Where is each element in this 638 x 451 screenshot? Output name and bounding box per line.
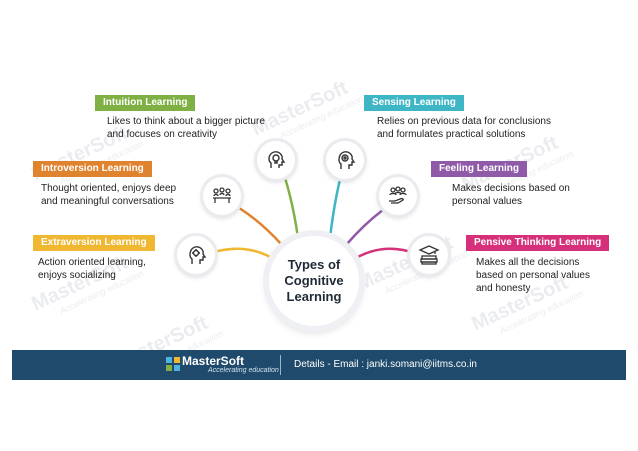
footer-tagline: Accelerating education bbox=[208, 367, 279, 374]
gear-head-icon bbox=[177, 236, 215, 274]
center-title-line: Types of bbox=[287, 257, 341, 272]
sensing-label: Sensing Learning bbox=[364, 95, 464, 111]
center-title-line: Learning bbox=[286, 289, 342, 304]
bulb-head-icon bbox=[257, 141, 295, 179]
books-cap-icon bbox=[410, 236, 448, 274]
extraversion-label: Extraversion Learning bbox=[33, 235, 155, 251]
people-hand-icon bbox=[379, 177, 417, 215]
feeling-label: Feeling Learning bbox=[431, 161, 528, 177]
footer-divider bbox=[280, 355, 281, 375]
introversion-label: Introversion Learning bbox=[33, 161, 152, 177]
footer-bar: MasterSoft Accelerating education Detail… bbox=[12, 350, 626, 380]
brain-gear-icon bbox=[326, 141, 364, 179]
center-hub: Types of Cognitive Learning bbox=[269, 236, 359, 326]
intuition-label: Intuition Learning bbox=[95, 95, 196, 111]
pensive-label: Pensive Thinking Learning bbox=[466, 235, 610, 251]
footer-brand: MasterSoft bbox=[182, 354, 245, 368]
center-title-line: Cognitive bbox=[284, 273, 344, 288]
extraversion-description: Action oriented learning,enjoys socializ… bbox=[38, 257, 146, 281]
mastersoft-logo-icon bbox=[166, 357, 180, 371]
group-table-icon bbox=[203, 177, 241, 215]
footer-contact: Details - Email : janki.somani@iitms.co.… bbox=[294, 359, 477, 370]
